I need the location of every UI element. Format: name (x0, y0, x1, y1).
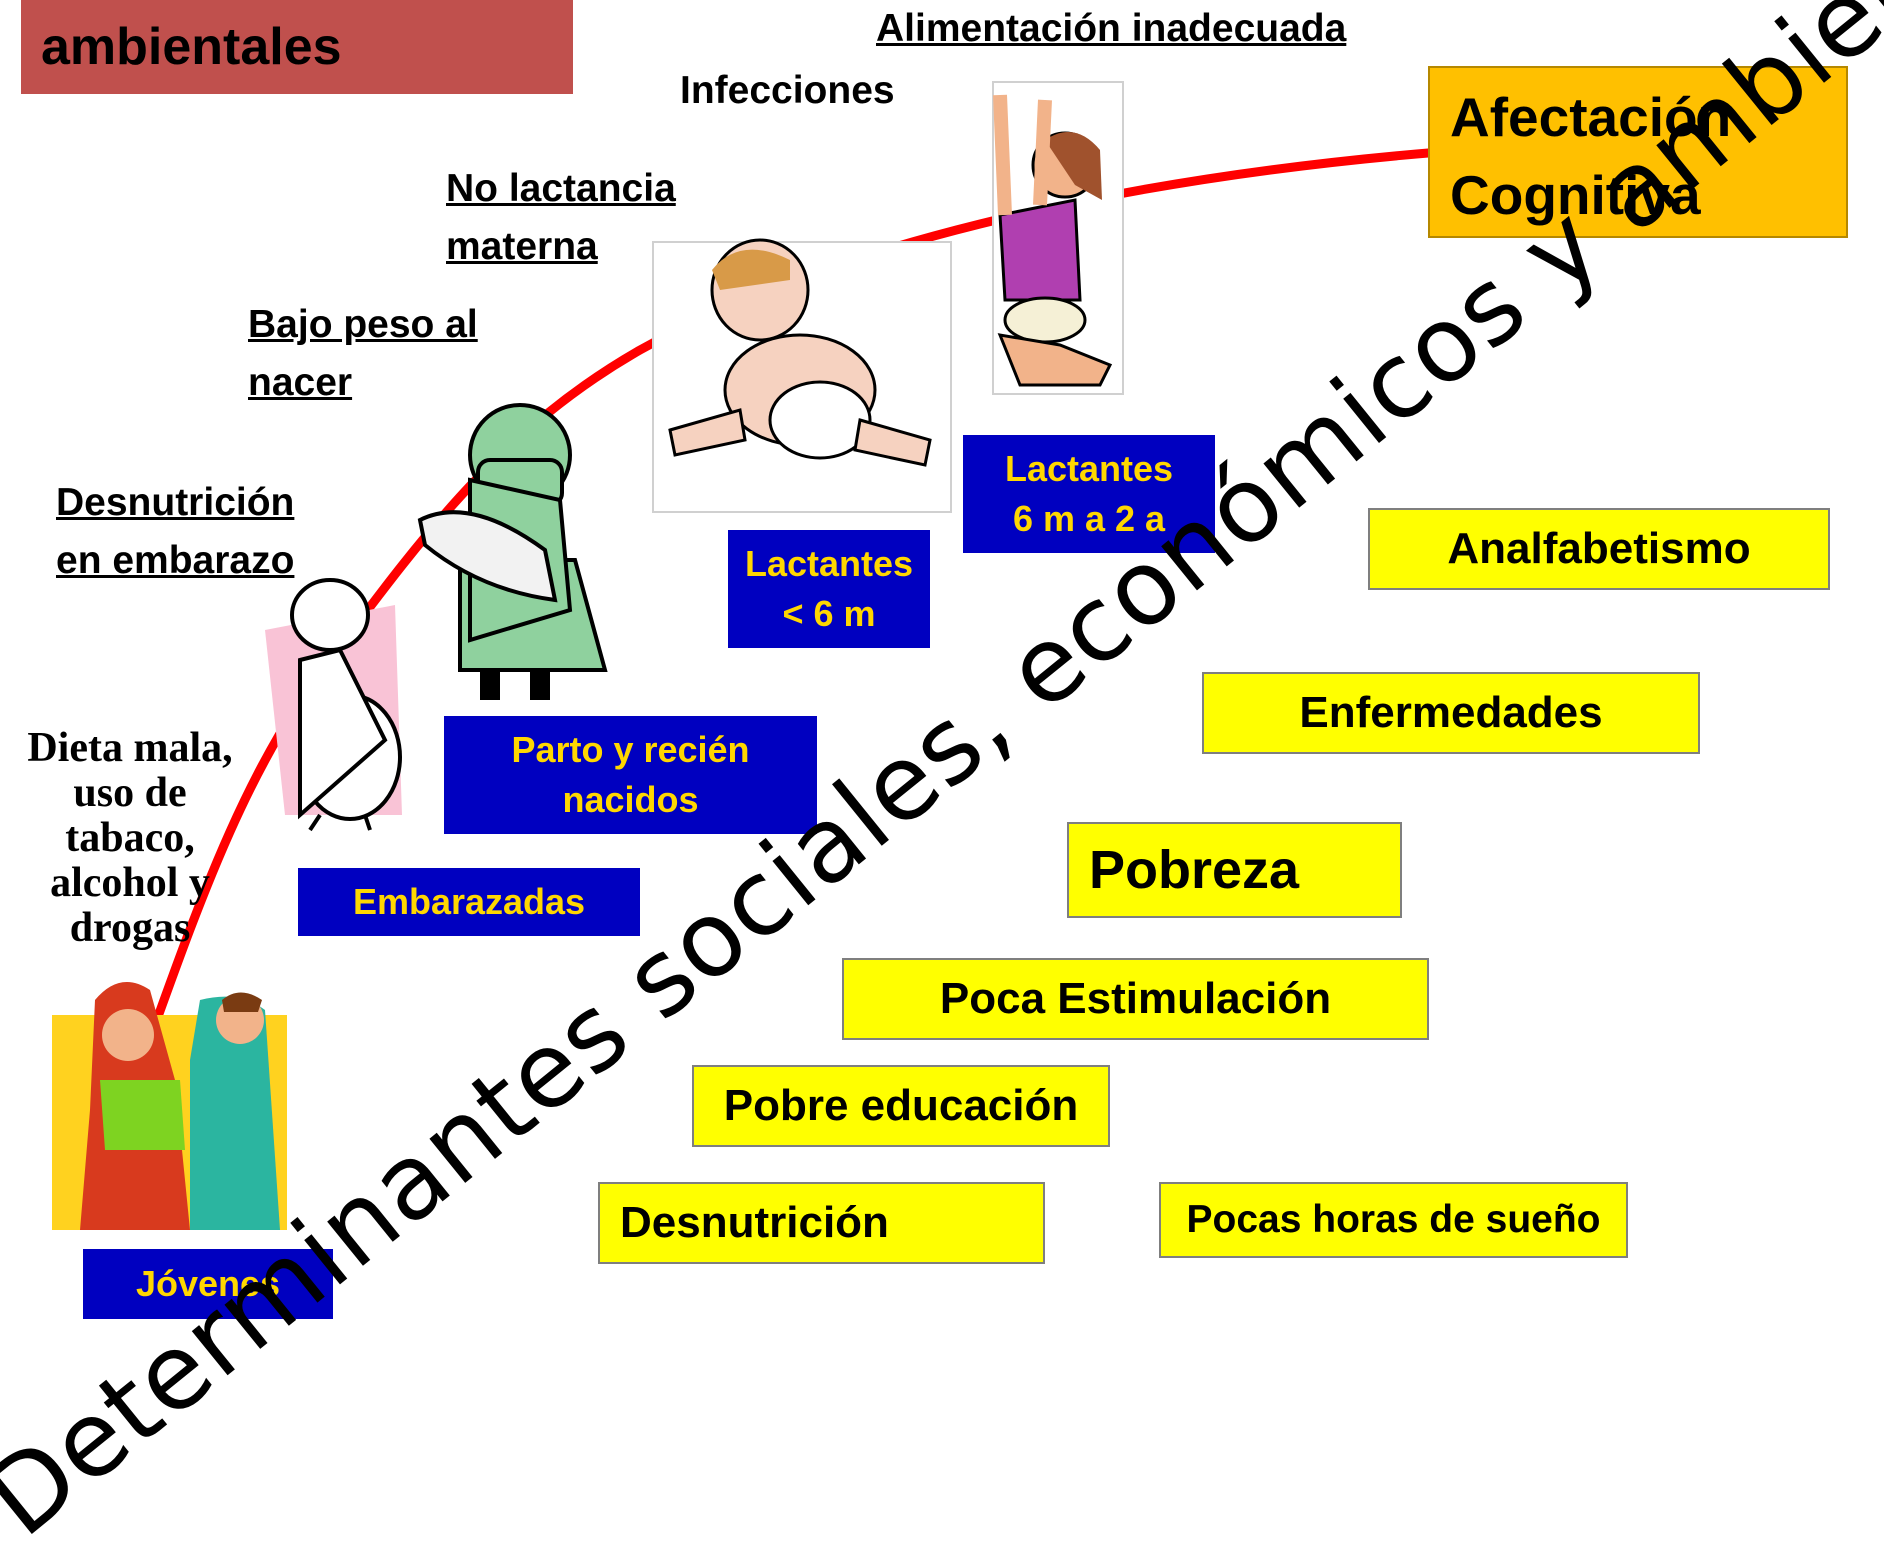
illustrations (52, 81, 1124, 1230)
stage-lactantes-menor-6m: Lactantes < 6 m (728, 530, 930, 648)
determinant-analfabetismo: Analfabetismo (1368, 508, 1830, 590)
stage-embarazadas: Embarazadas (298, 868, 640, 936)
stage-jovenes: Jóvenes (83, 1249, 333, 1319)
label-desnutricion-embarazo-line1: Desnutrición (56, 481, 295, 524)
determinant-pobreza: Pobreza (1067, 822, 1402, 918)
toddler-reaching-illustration (992, 81, 1124, 395)
determinant-desnutricion: Desnutrición (598, 1182, 1045, 1264)
determinant-enfermedades: Enfermedades (1202, 672, 1700, 754)
determinant-pobre-educacion: Pobre educación (692, 1065, 1110, 1147)
label-alimentacion-inadecuada: Alimentación inadecuada (876, 7, 1347, 50)
stage-parto-recien-nacidos: Parto y recién nacidos (444, 716, 817, 834)
determinant-poca-estimulacion: Poca Estimulación (842, 958, 1429, 1040)
header-title: ambientales (21, 0, 573, 94)
stage-lactantes-6m-2a: Lactantes 6 m a 2 a (963, 435, 1215, 553)
label-infecciones: Infecciones (680, 69, 895, 112)
label-bajo-peso-line1: Bajo peso al (248, 303, 478, 346)
crawling-baby-illustration (652, 238, 952, 513)
label-bajo-peso-line2: nacer (248, 361, 353, 404)
youth-couple-illustration (52, 982, 287, 1230)
label-no-lactancia-line1: No lactancia (446, 167, 676, 210)
label-desnutricion-embarazo-line2: en embarazo (56, 539, 295, 582)
surgeon-newborn-illustration (417, 403, 608, 700)
pregnant-woman-illustration (265, 578, 402, 832)
outcome-afectacion-cognitiva: Afectación Cognitiva (1428, 66, 1848, 238)
label-dieta-mala: Dieta mala, uso de tabaco, alcohol y dro… (27, 725, 233, 951)
label-no-lactancia-line2: materna (446, 225, 598, 268)
determinant-pocas-horas-sueno: Pocas horas de sueño (1159, 1182, 1628, 1258)
